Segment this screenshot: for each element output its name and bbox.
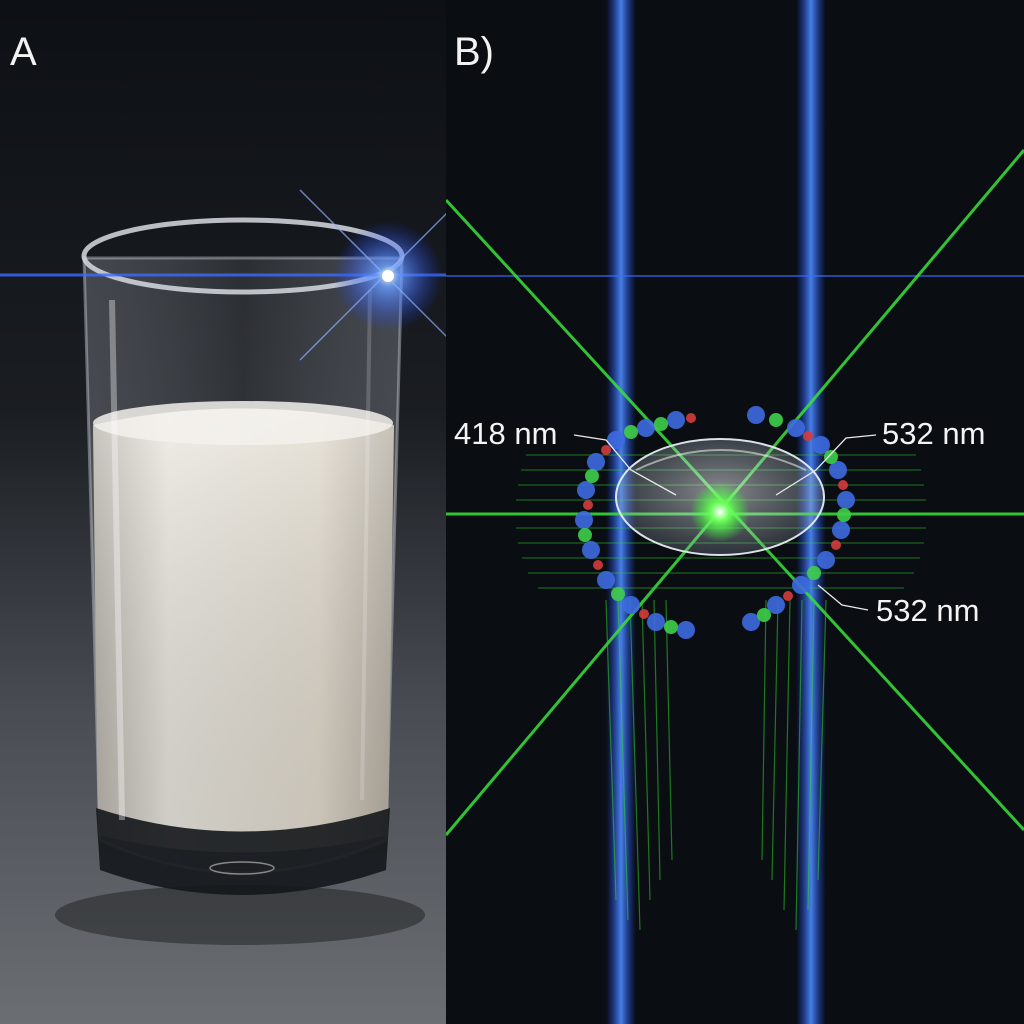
liquid-surface: [93, 401, 393, 445]
glass-base: [96, 808, 390, 895]
panel-a-label: A: [10, 30, 37, 74]
glass-illustration: [0, 189, 446, 945]
glass-shadow: [55, 885, 425, 945]
panel-a: A: [0, 0, 446, 1024]
focal-point: [690, 482, 750, 542]
panel-b: B) 418 nm 532 nm 532 nm: [446, 0, 1024, 1024]
panel-b-label: B): [454, 30, 494, 74]
laser-illustration: [446, 0, 1024, 1024]
wavelength-label-532-top: 532 nm: [882, 416, 986, 451]
wavelength-label-418: 418 nm: [454, 416, 558, 451]
green-hatch-vertical: [605, 599, 827, 931]
wavelength-label-532-bottom: 532 nm: [876, 593, 980, 628]
protein-ring: [575, 406, 855, 639]
annotation-leaders: [573, 434, 877, 611]
